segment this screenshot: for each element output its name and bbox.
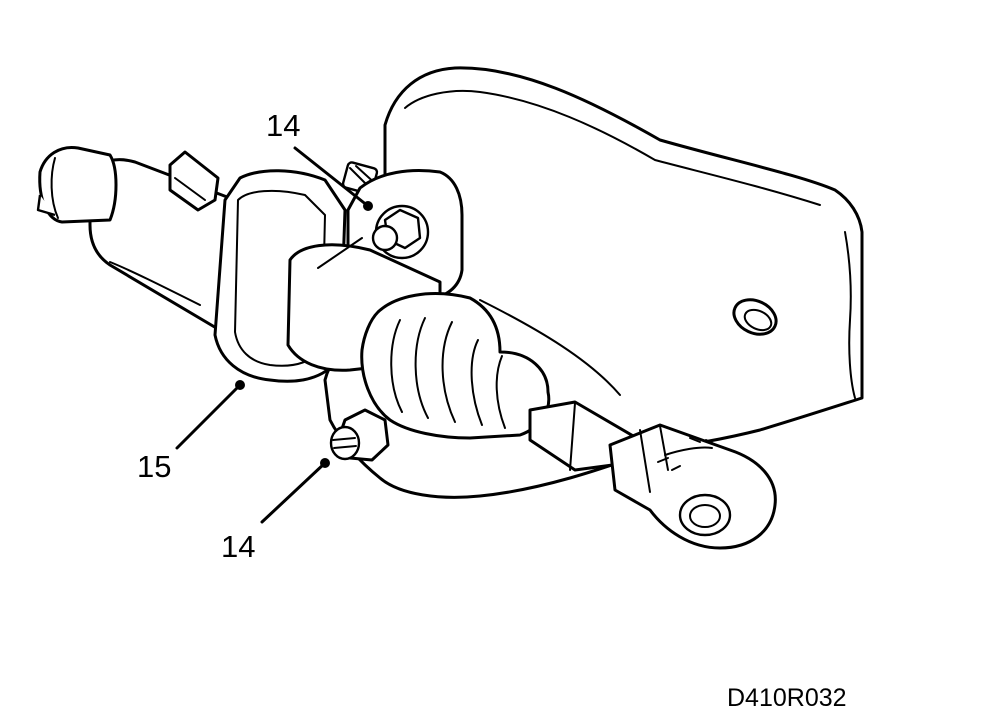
callout-label-lower-14: 14 [221,529,256,564]
leader-line-lower-14 [260,461,327,524]
leader-lines [175,146,373,524]
figure-code: D410R032 [727,684,847,712]
leader-dot-15 [235,380,245,390]
end-cap [36,145,118,224]
leader-line-15 [175,383,242,450]
callout-label-15: 15 [137,449,172,484]
callout-label-upper-14: 14 [266,108,301,143]
leader-dot-lower-14 [320,458,330,468]
clevis-fork [608,423,777,550]
leader-line-upper-14 [293,146,370,208]
fluid-inlet-spigot [168,150,220,212]
leader-dot-upper-14 [363,201,373,211]
lower-stud-nut [329,408,390,462]
